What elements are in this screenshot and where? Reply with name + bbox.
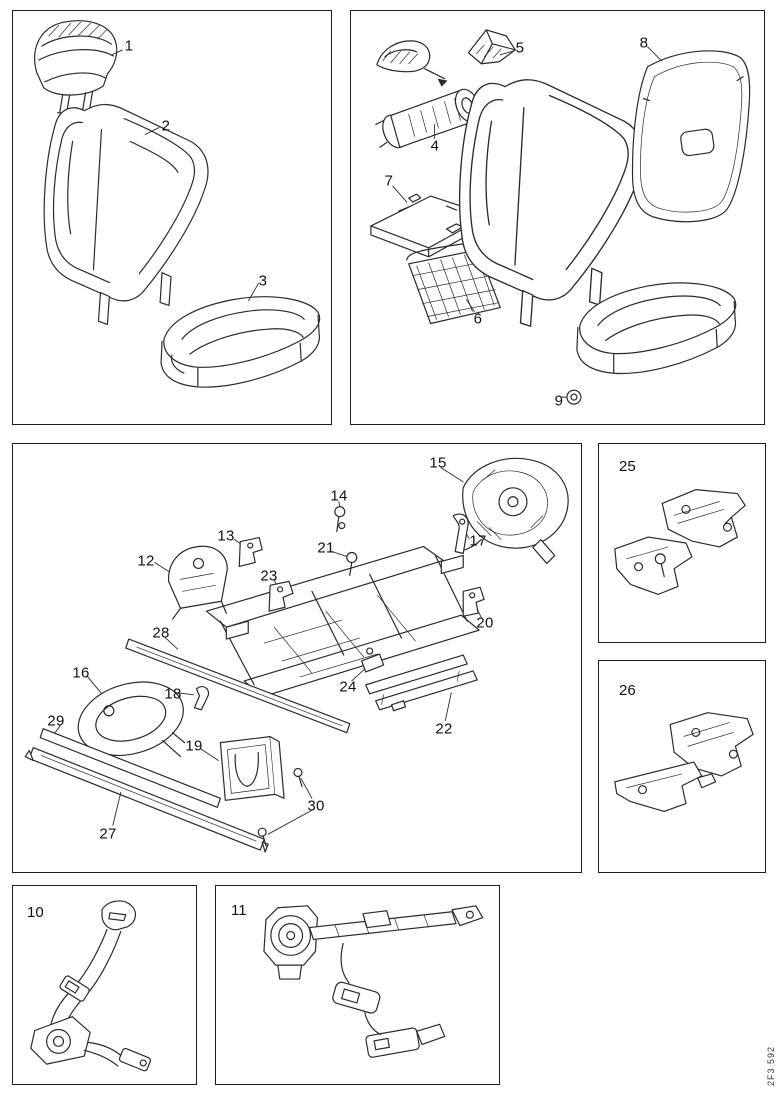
bracket-box-drawing	[219, 736, 285, 801]
cable-drawing	[340, 942, 350, 984]
clip-20-drawing	[462, 586, 485, 617]
part-number-14: 14	[330, 487, 348, 505]
lower-bracket-drawing	[614, 761, 717, 813]
cable-drawing-2	[364, 1012, 382, 1036]
side-shield-drawing	[77, 681, 186, 758]
panel-backrest-components: 4 5 6 7 8 9	[350, 10, 765, 425]
part-number-16: 16	[72, 664, 90, 682]
part-number-30: 30	[307, 797, 325, 815]
leader-lines	[110, 49, 259, 301]
lower-latch-drawing	[365, 1023, 446, 1058]
part-number-8: 8	[639, 34, 649, 52]
clip-drawing	[467, 29, 516, 65]
panel-bracket-set-26: 26	[598, 660, 766, 873]
panel-seat-belt-front: 10	[12, 885, 197, 1085]
part-number-13: 13	[217, 527, 235, 545]
roller-drawing	[375, 88, 480, 149]
panel-label-11: 11	[231, 902, 247, 919]
back-panel-drawing	[631, 50, 751, 223]
upper-bracket-drawing	[661, 489, 746, 548]
headrest-drawing	[34, 20, 118, 115]
part-number-9: 9	[554, 392, 564, 410]
strap-hook-drawing	[452, 513, 469, 555]
slide-rails-drawing	[365, 654, 478, 712]
frame-rails-drawing	[205, 545, 480, 698]
bolt-21-drawing	[346, 551, 358, 576]
part-number-18: 18	[164, 685, 182, 703]
panel-seat-belt-assembly: 11	[215, 885, 500, 1085]
part-number-15: 15	[429, 454, 447, 472]
bolt-14-drawing	[334, 506, 346, 533]
part-number-12: 12	[137, 552, 155, 570]
belt-guide-drawing	[101, 900, 136, 931]
panel-seat-frame: 12 13 14 15 16 17 18 19 20 21 22 23 24 2…	[12, 443, 582, 873]
screws-30-drawing	[257, 767, 303, 847]
panel-label-10: 10	[27, 904, 44, 921]
webbing-drawing	[49, 929, 122, 1034]
retractor-drawing	[263, 905, 318, 980]
seat-frame-drawing	[24, 457, 569, 853]
part-number-17: 17	[469, 532, 487, 550]
part-number-19: 19	[185, 737, 203, 755]
lever-drawing	[376, 40, 448, 87]
seat-belt-assembly-drawing	[263, 905, 484, 1058]
hook-18-drawing	[193, 686, 210, 711]
part-number-7: 7	[384, 172, 394, 190]
lower-bracket-drawing	[614, 536, 693, 595]
recliner-plate-drawing	[454, 457, 569, 565]
leader-lines	[54, 467, 482, 835]
part-number-5: 5	[515, 39, 525, 57]
adjuster-drawing	[362, 910, 392, 929]
latch-plate-drawing	[59, 975, 90, 1002]
long-rails-drawing	[24, 638, 351, 853]
anchor-drawing	[83, 1041, 152, 1072]
part-number-28: 28	[152, 624, 170, 642]
panel-label-26: 26	[619, 682, 636, 699]
panel-bracket-set-25: 25	[598, 443, 766, 643]
part-number-21: 21	[317, 539, 335, 557]
seat-belt-front-drawing	[30, 900, 152, 1072]
bracket-set-26-drawing	[614, 712, 754, 813]
part-number-23: 23	[260, 567, 278, 585]
part-number-29: 29	[47, 712, 65, 730]
small-bracket-23-drawing	[268, 580, 294, 612]
part-number-20: 20	[476, 614, 494, 632]
seat-overview-drawing	[34, 20, 321, 388]
part-number-4: 4	[430, 137, 440, 155]
part-number-22: 22	[435, 720, 453, 738]
end-bracket-drawing	[451, 905, 484, 927]
part-number-27: 27	[99, 825, 117, 843]
grommet-drawing	[566, 389, 582, 405]
upper-bracket-drawing	[669, 712, 754, 777]
side-plate-drawing	[168, 545, 228, 620]
seat-cushion-drawing	[160, 296, 321, 388]
buckle-drawing	[332, 981, 381, 1014]
small-bracket-13-drawing	[238, 536, 263, 568]
panel-seat-overview: 1 2 3	[12, 10, 332, 425]
part-number-1: 1	[124, 37, 134, 55]
bracket-set-25-drawing	[614, 489, 746, 595]
backrest-components-drawing	[370, 29, 751, 405]
part-number-6: 6	[473, 310, 483, 328]
backrest-drawing	[43, 103, 209, 325]
part-number-24: 24	[339, 678, 357, 696]
leader-lines	[392, 46, 662, 398]
bracket-24-drawing	[361, 647, 385, 673]
cushion-drawing	[576, 282, 737, 375]
retractor-drawing	[30, 1016, 91, 1065]
print-code: 2F3 592	[766, 1045, 776, 1086]
part-number-2: 2	[161, 117, 171, 135]
part-number-3: 3	[258, 272, 268, 290]
panel-label-25: 25	[619, 458, 636, 475]
backrest-frame-drawing	[458, 79, 644, 327]
